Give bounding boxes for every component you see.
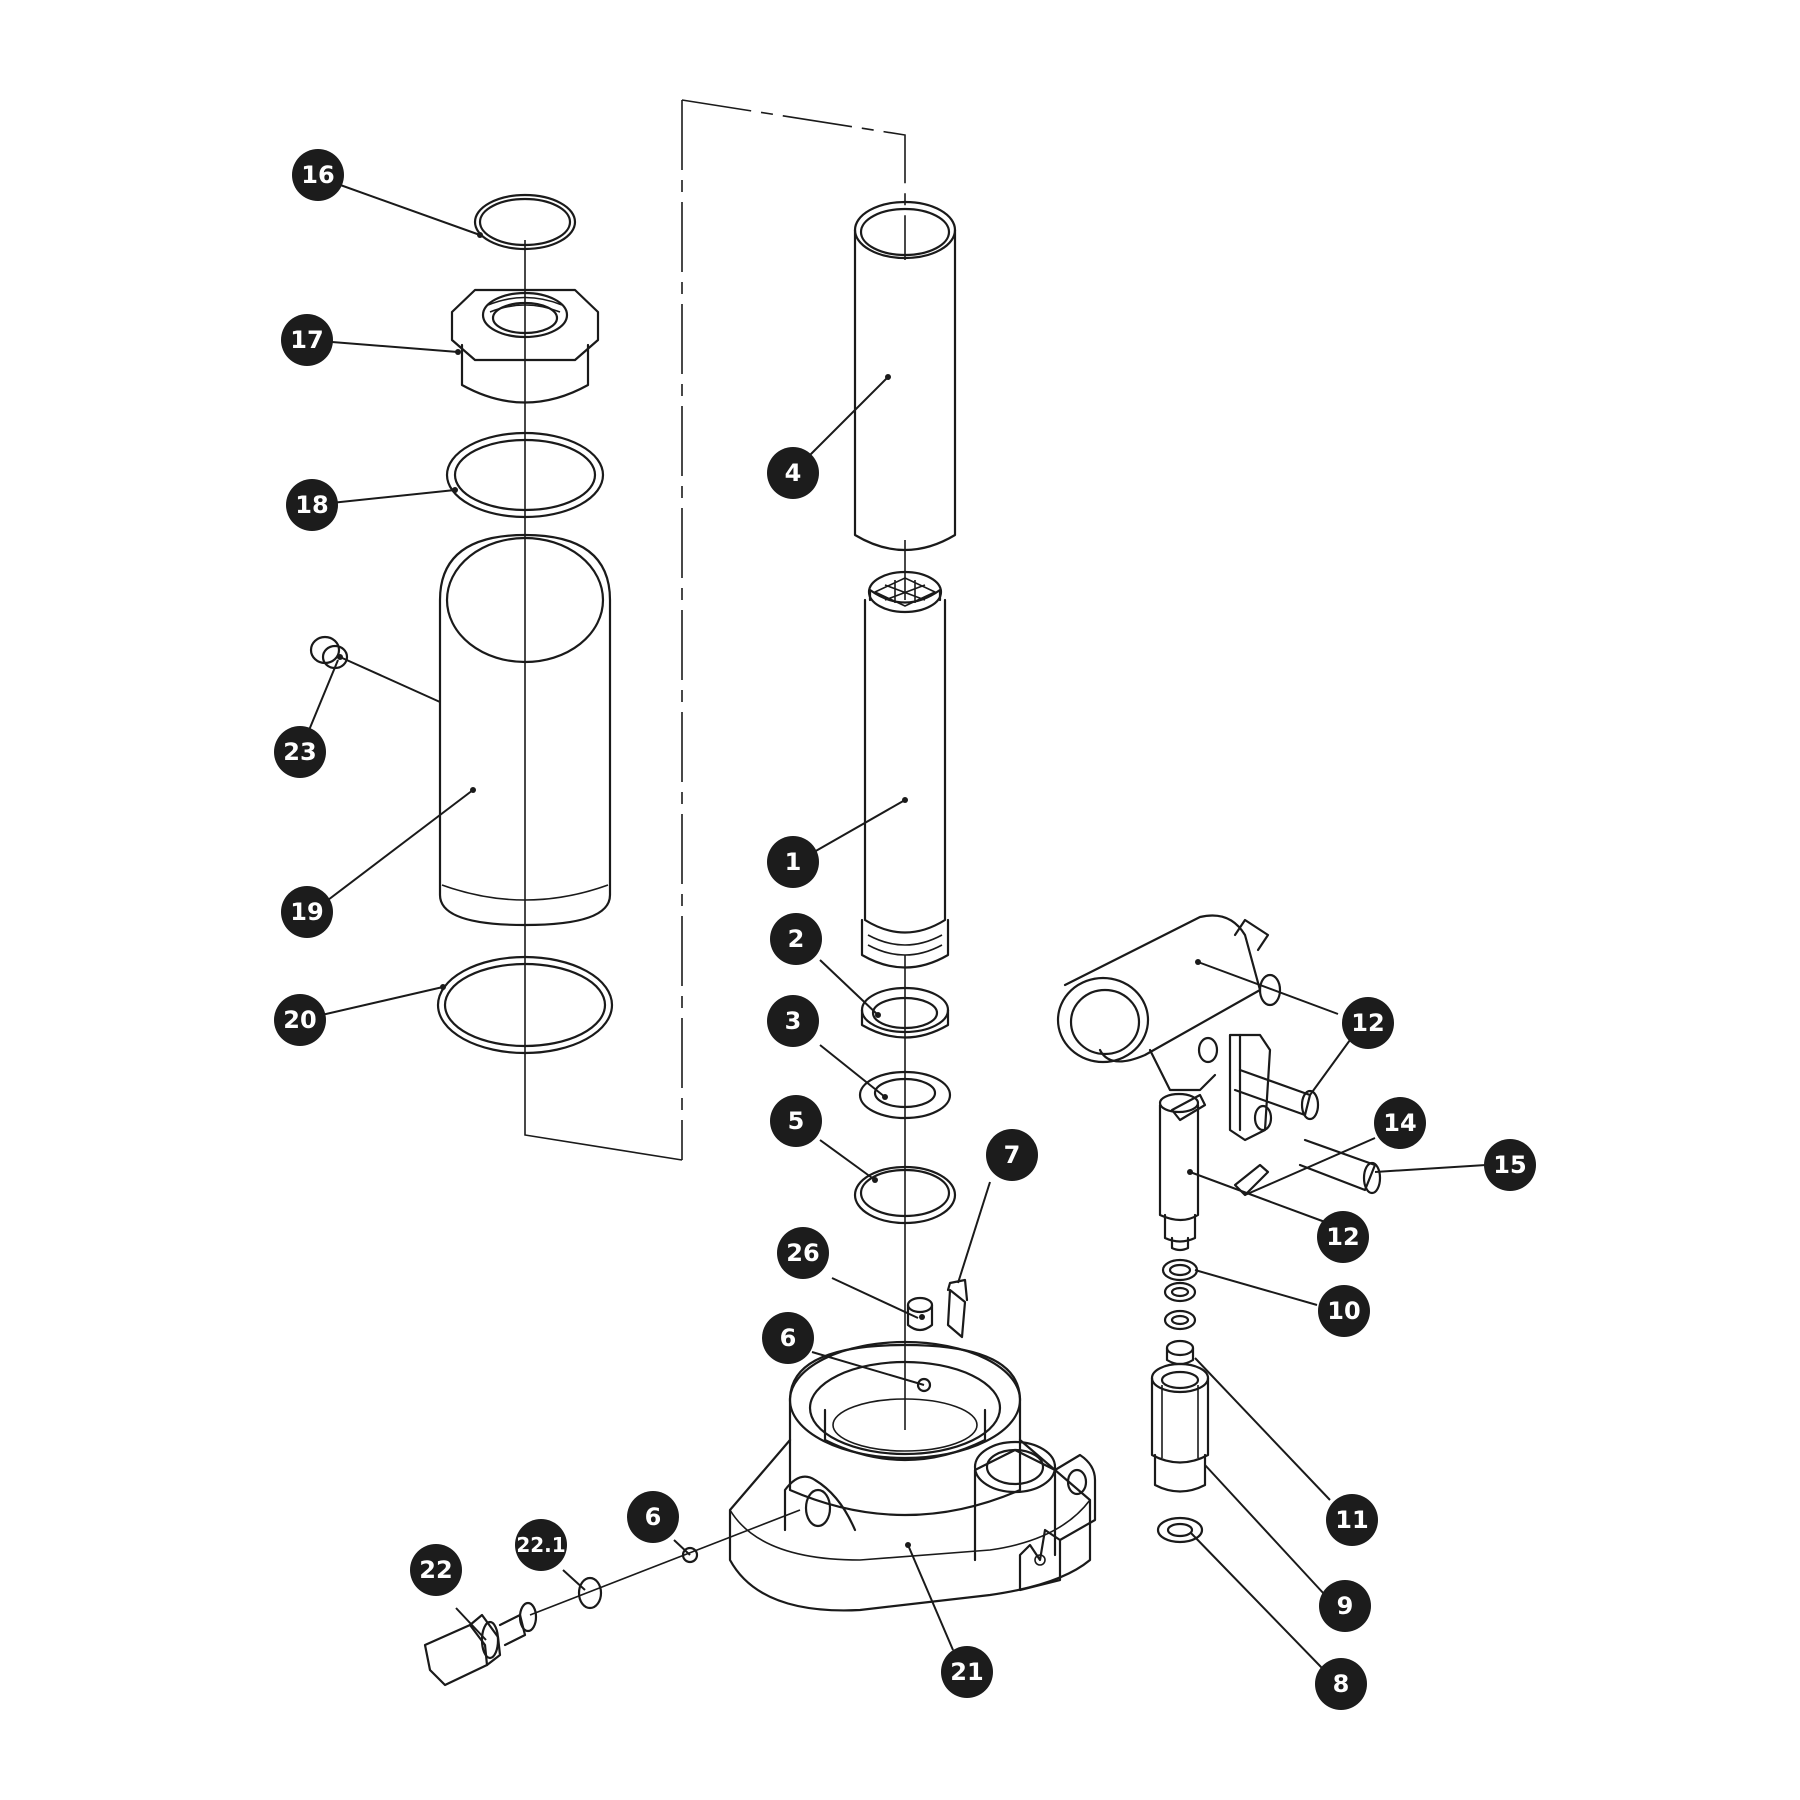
callout-26: 26 [777, 1227, 829, 1279]
callout-15: 15 [1484, 1139, 1536, 1191]
callout-11-text: 11 [1335, 1506, 1368, 1534]
callout-5-text: 5 [788, 1107, 805, 1135]
part-4-extension-tube [853, 200, 957, 551]
callout-9: 9 [1319, 1580, 1371, 1632]
part-6-ball-a [916, 1377, 932, 1393]
callout-14: 14 [1374, 1097, 1426, 1149]
callout-1: 1 [767, 836, 819, 888]
callout-8-text: 8 [1333, 1670, 1350, 1698]
callout-6-upper-text: 6 [780, 1324, 797, 1352]
callout-20-text: 20 [283, 1006, 316, 1034]
part-26-valve [906, 1296, 934, 1332]
callout-15-text: 15 [1493, 1151, 1526, 1179]
callout-6-upper: 6 [762, 1312, 814, 1364]
callout-18-text: 18 [295, 491, 328, 519]
callout-22-text: 22 [419, 1556, 452, 1584]
part-8-washer [1156, 1516, 1204, 1544]
callout-17-text: 17 [290, 326, 323, 354]
callout-22-1-text: 22.1 [516, 1533, 565, 1557]
callout-21: 21 [941, 1646, 993, 1698]
part-12-pin [1233, 1068, 1320, 1121]
callout-2: 2 [770, 913, 822, 965]
callout-8: 8 [1315, 1658, 1367, 1710]
callout-11: 11 [1326, 1494, 1378, 1546]
callout-19-text: 19 [290, 898, 323, 926]
callout-22-1: 22.1 [515, 1519, 567, 1571]
part-1-ram [860, 570, 950, 969]
callout-2-text: 2 [788, 925, 805, 953]
part-20-seal-ring [436, 955, 614, 1055]
callout-4-text: 4 [785, 459, 802, 487]
callout-5: 5 [770, 1095, 822, 1147]
callout-12-lower: 12 [1317, 1211, 1369, 1263]
part-11-nut [1165, 1339, 1195, 1366]
callout-7-text: 7 [1004, 1141, 1021, 1169]
part-14-clip [1170, 1093, 1270, 1197]
part-16-oring [473, 193, 577, 251]
callout-23-text: 23 [283, 738, 316, 766]
part-10-seals [1161, 1258, 1199, 1331]
callout-16-text: 16 [301, 161, 334, 189]
part-12-pump-housing [1056, 914, 1282, 1142]
callout-26-text: 26 [786, 1239, 819, 1267]
callout-10-text: 10 [1327, 1297, 1360, 1325]
callout-10: 10 [1318, 1285, 1370, 1337]
callout-12-upper: 12 [1342, 997, 1394, 1049]
part-5-ring [853, 1165, 957, 1225]
callout-6-lower-text: 6 [645, 1503, 662, 1531]
part-7-pin [946, 1278, 969, 1339]
leader-lines [299, 176, 1487, 1669]
part-22-release-screw [423, 1601, 538, 1687]
callout-4: 4 [767, 447, 819, 499]
part-2-ring [860, 986, 950, 1039]
callout-6-lower: 6 [627, 1491, 679, 1543]
callout-22: 22 [410, 1544, 462, 1596]
callout-1-text: 1 [785, 848, 802, 876]
callout-21-text: 21 [950, 1658, 983, 1686]
part-22-1-oring [577, 1576, 603, 1610]
callout-3-text: 3 [785, 1007, 802, 1035]
callout-20: 20 [274, 994, 326, 1046]
callout-19: 19 [281, 886, 333, 938]
part-19-reservoir [438, 533, 612, 927]
callout-16: 16 [292, 149, 344, 201]
part-12-plunger [1158, 1092, 1200, 1252]
callout-18: 18 [286, 479, 338, 531]
callout-7: 7 [986, 1129, 1038, 1181]
part-18-ring [445, 431, 605, 519]
part-3-washer [858, 1070, 952, 1120]
callout-12-upper-text: 12 [1351, 1009, 1384, 1037]
assembly-frame [524, 99, 906, 1161]
part-23-plug [309, 635, 349, 670]
axis-lines [524, 240, 906, 1430]
callout-9-text: 9 [1337, 1592, 1354, 1620]
callout-14-text: 14 [1383, 1109, 1416, 1137]
callout-12-lower-text: 12 [1326, 1223, 1359, 1251]
callout-23: 23 [274, 726, 326, 778]
part-9-pump-body [1150, 1362, 1210, 1493]
callout-3: 3 [767, 995, 819, 1047]
part-17-top-nut [450, 288, 600, 404]
callout-17: 17 [281, 314, 333, 366]
